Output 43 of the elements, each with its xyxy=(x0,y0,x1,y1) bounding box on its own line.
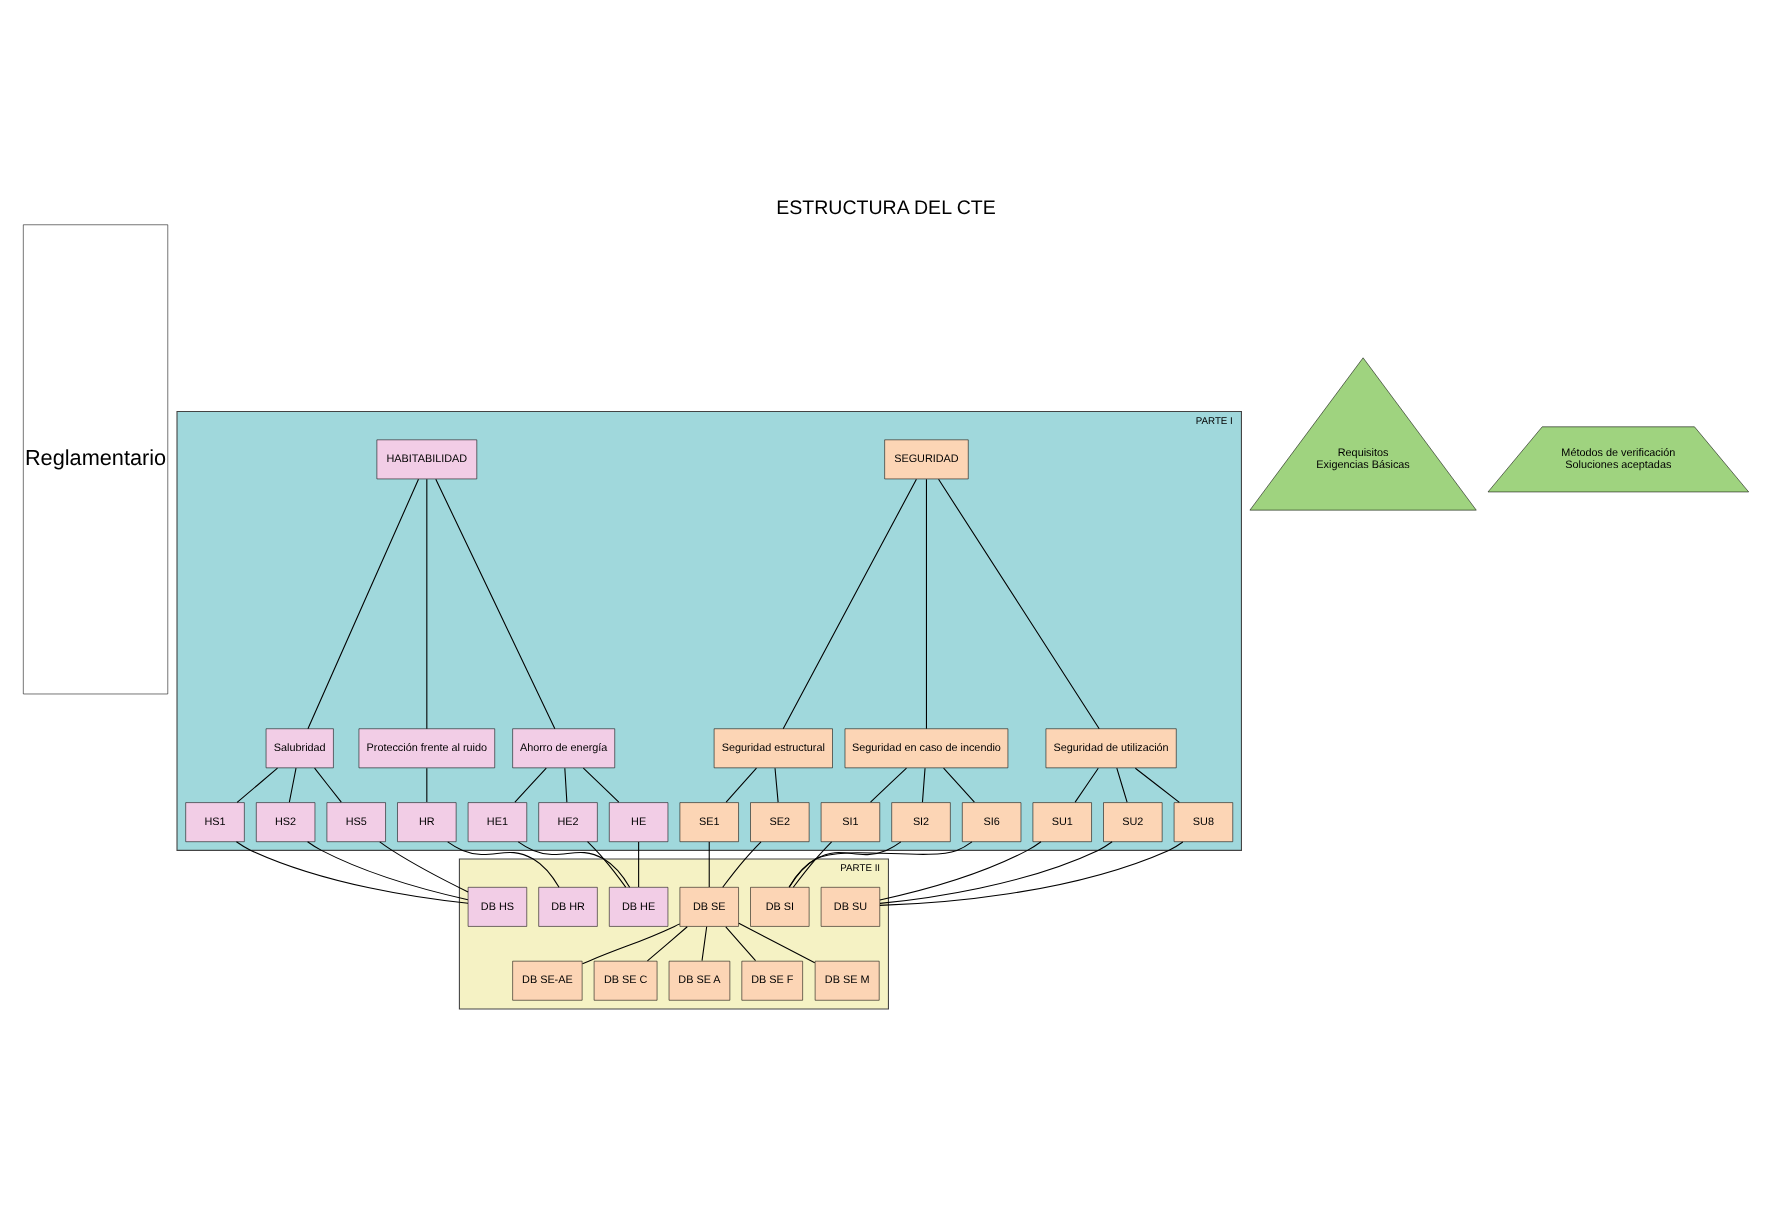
connector xyxy=(920,766,925,802)
connector xyxy=(513,766,546,802)
connector xyxy=(878,840,1041,900)
connector xyxy=(306,840,468,900)
connector xyxy=(737,921,815,963)
connector xyxy=(787,840,972,887)
connector xyxy=(313,766,341,802)
connector xyxy=(425,766,427,802)
connector xyxy=(781,477,916,729)
connector xyxy=(287,766,296,802)
connector xyxy=(580,922,680,964)
connector xyxy=(306,477,419,729)
connector xyxy=(700,925,707,961)
connector xyxy=(235,766,278,802)
connector xyxy=(721,840,761,887)
connector xyxy=(434,477,555,729)
connector xyxy=(924,477,926,729)
connector xyxy=(878,840,1183,905)
connector xyxy=(516,840,630,887)
connector xyxy=(707,840,709,887)
connector xyxy=(773,766,778,802)
diagram-title: ESTRUCTURA DEL CTE xyxy=(775,197,995,220)
connector xyxy=(425,477,427,729)
connector xyxy=(1073,766,1098,802)
connector xyxy=(645,925,687,961)
connector xyxy=(878,840,1112,903)
connector xyxy=(563,766,567,802)
connector xyxy=(1133,766,1179,802)
connector xyxy=(942,766,974,802)
connector xyxy=(378,840,468,892)
connector xyxy=(937,477,1099,729)
connector xyxy=(1115,766,1127,802)
connector xyxy=(586,840,626,887)
connector xyxy=(637,840,639,887)
connector xyxy=(869,766,907,802)
connector xyxy=(446,840,559,887)
connector xyxy=(791,840,832,887)
connector xyxy=(787,840,901,887)
connector xyxy=(724,766,757,802)
node-box: Reglamentario xyxy=(22,223,168,694)
connector xyxy=(581,766,619,802)
connector xyxy=(724,925,756,961)
connector xyxy=(234,840,468,903)
